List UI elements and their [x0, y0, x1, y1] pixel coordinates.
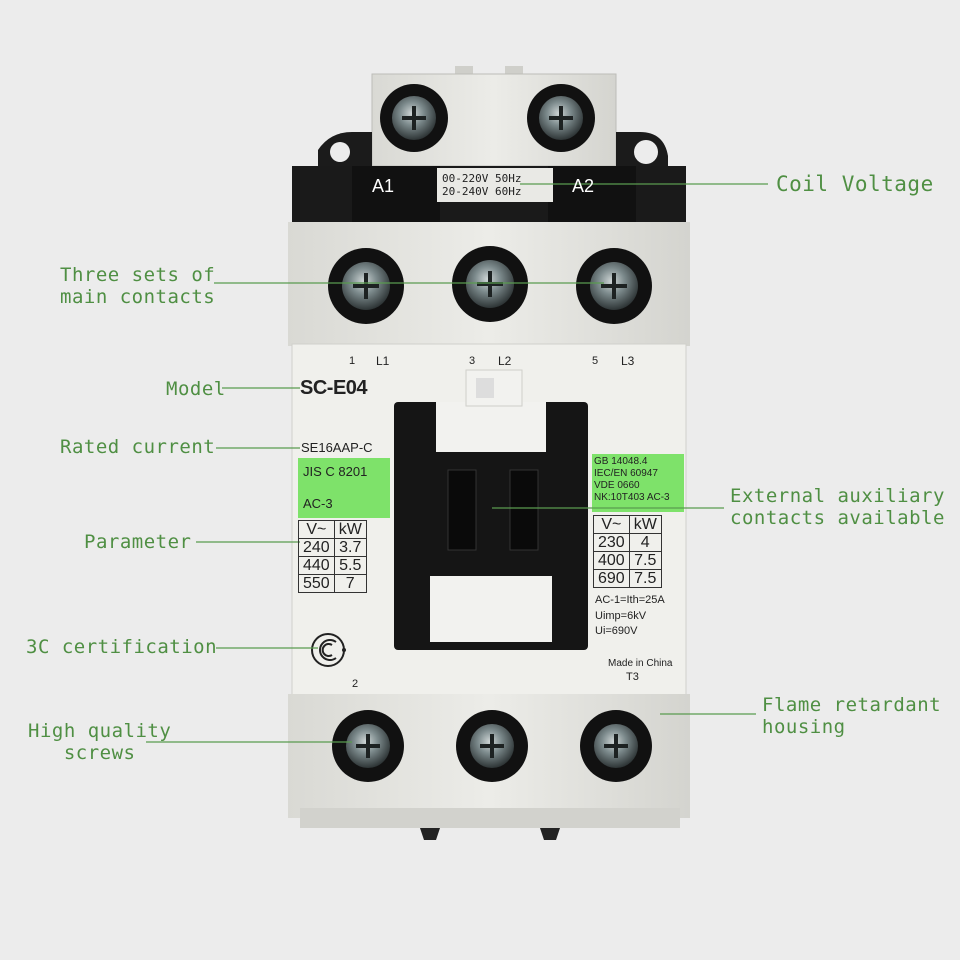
- right-parameter-table: V~ kW 230 4 400 7.5 690 7.5: [593, 515, 662, 588]
- made-in-label: Made in China: [608, 658, 673, 669]
- callout-flame-retardant: Flame retardant housing: [762, 694, 942, 738]
- callout-rated-current: Rated current: [60, 436, 216, 458]
- terminal-l2: L2: [498, 354, 512, 368]
- coil-label-a1: A1: [372, 176, 395, 196]
- callout-main-contacts: Three sets of main contacts: [60, 264, 216, 308]
- coil-terminal-block: [371, 66, 617, 167]
- table-header: V~: [593, 515, 630, 534]
- table-cell: 3.7: [333, 538, 367, 557]
- callout-coil-voltage: Coil Voltage: [776, 172, 934, 196]
- table-cell: 230: [593, 533, 630, 552]
- callout-lines: [146, 183, 768, 743]
- table-cell: 7.5: [628, 551, 662, 570]
- actuator-window: [394, 369, 588, 650]
- model-number: SC-E04: [300, 377, 368, 399]
- terminal-1: 1: [349, 355, 356, 367]
- table-cell: 7: [333, 574, 367, 593]
- table-cell: 4: [628, 533, 662, 552]
- rating-ith: AC-1=Ith=25A: [595, 594, 665, 606]
- rating-uimp: Uimp=6kV: [595, 610, 647, 622]
- table-header: kW: [628, 515, 662, 534]
- left-green-label: [298, 458, 390, 518]
- terminal-l1: L1: [376, 354, 390, 368]
- table-cell: 440: [298, 556, 335, 575]
- standard-4: NK:10T403 AC-3: [594, 492, 670, 503]
- main-contact-screws-top: [328, 246, 652, 324]
- table-cell: 7.5: [628, 569, 662, 588]
- callout-auxiliary-contacts: External auxiliary contacts available: [730, 485, 945, 529]
- table-cell: 690: [593, 569, 630, 588]
- table-cell: 240: [298, 538, 335, 557]
- coil-voltage-line-2: 20-240V 60Hz: [442, 185, 522, 198]
- table-header: kW: [333, 520, 367, 539]
- callout-model: Model: [166, 378, 226, 400]
- terminal-3: 3: [469, 355, 476, 367]
- ccc-mark-icon: [311, 633, 346, 667]
- terminal-l3: L3: [621, 354, 635, 368]
- standard-2: IEC/EN 60947: [594, 468, 658, 479]
- coil-voltage-line-1: 00-220V 50Hz: [442, 172, 522, 185]
- callout-parameter: Parameter: [84, 531, 192, 553]
- callout-3c-certification: 3C certification: [26, 636, 218, 658]
- right-green-label: [592, 454, 684, 512]
- standard-3: VDE 0660: [594, 480, 640, 491]
- rating-ui: Ui=690V: [595, 625, 638, 637]
- jis-standard: JIS C 8201: [303, 464, 368, 479]
- rated-current-code: SE16AAP-C: [301, 440, 373, 455]
- table-cell: 400: [593, 551, 630, 570]
- left-parameter-table: V~ kW 240 3.7 440 5.5 550 7: [298, 520, 367, 593]
- coil-label-a2: A2: [572, 176, 595, 196]
- table-cell: 5.5: [333, 556, 367, 575]
- table-header: V~: [298, 520, 335, 539]
- terminal-5: 5: [592, 355, 599, 367]
- table-cell: 550: [298, 574, 335, 593]
- ac3-category: AC-3: [303, 496, 333, 511]
- callout-screws: High quality screws: [28, 720, 172, 764]
- terminal-t3: T3: [626, 671, 639, 683]
- terminal-2: 2: [352, 678, 359, 690]
- main-contact-screws-bottom: [332, 710, 652, 782]
- coil-strip: [292, 132, 686, 224]
- standard-1: GB 14048.4: [594, 456, 648, 467]
